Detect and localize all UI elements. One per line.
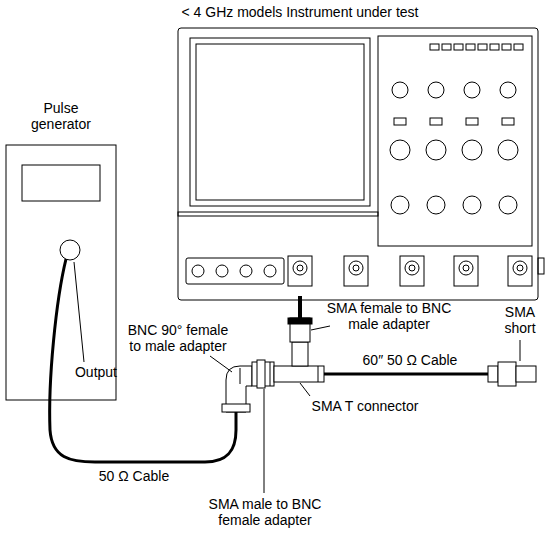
knob	[427, 196, 445, 214]
part-name: SMA T connector	[300, 398, 430, 414]
sma-bnc-adapter	[252, 360, 274, 388]
knob	[426, 140, 446, 160]
part-name: SMA male to BNC female adapter	[196, 496, 334, 528]
knob	[500, 82, 516, 98]
knob	[390, 140, 410, 160]
knob	[499, 196, 517, 214]
part-name: SMA female to BNC male adapter	[318, 300, 460, 332]
channel-input	[353, 265, 359, 271]
button	[442, 44, 451, 50]
oscilloscope	[178, 28, 544, 300]
channel-input	[513, 261, 527, 275]
leader-line	[264, 389, 265, 493]
knob	[462, 140, 482, 160]
channel-input	[349, 261, 363, 275]
button	[394, 118, 406, 125]
channel-input	[288, 256, 312, 286]
sma-short	[488, 362, 536, 386]
channel-input	[405, 261, 419, 275]
cable	[324, 373, 488, 376]
t-connector	[274, 342, 324, 382]
knob	[392, 82, 408, 98]
port	[216, 265, 228, 277]
button	[430, 118, 442, 125]
instrument-label: < 4 GHz models Instrument under test	[150, 4, 450, 20]
channel-input	[508, 256, 532, 286]
knob	[428, 82, 444, 98]
port	[192, 265, 204, 277]
leader-line	[74, 262, 84, 362]
bnc-90-adapter	[222, 366, 252, 412]
port	[264, 265, 276, 277]
channel-input	[454, 256, 478, 286]
port-label: Output	[66, 364, 126, 380]
button	[502, 44, 511, 50]
part-name: BNC 90° female to male adapter	[122, 322, 234, 354]
device-label: Pulse generator	[22, 100, 100, 132]
channel-input	[459, 261, 473, 275]
channel-input	[517, 265, 523, 271]
leader-line	[311, 326, 330, 330]
button	[466, 44, 475, 50]
button	[514, 44, 523, 50]
button	[490, 44, 499, 50]
channel-input	[344, 256, 368, 286]
channel-input	[400, 256, 424, 286]
port	[240, 265, 252, 277]
button	[478, 44, 487, 50]
knob	[463, 196, 481, 214]
cable-label: 50 Ω Cable	[84, 468, 184, 484]
channel-input	[293, 261, 307, 275]
channel-input	[297, 265, 303, 271]
cable	[50, 259, 236, 462]
part-name: SMA short	[496, 304, 544, 336]
knob	[498, 140, 518, 160]
leader-line	[300, 383, 310, 396]
button	[430, 44, 439, 50]
knob	[464, 82, 480, 98]
button	[466, 118, 478, 125]
leader-line	[520, 340, 521, 361]
channel-input	[409, 265, 415, 271]
leader-line	[210, 356, 232, 372]
knob	[391, 196, 409, 214]
sma-bnc-male-adapter	[288, 296, 312, 342]
cable-label: 60″ 50 Ω Cable	[350, 352, 470, 368]
channel-input	[463, 265, 469, 271]
button	[502, 118, 514, 125]
pulse-generator	[6, 145, 116, 400]
button	[454, 44, 463, 50]
